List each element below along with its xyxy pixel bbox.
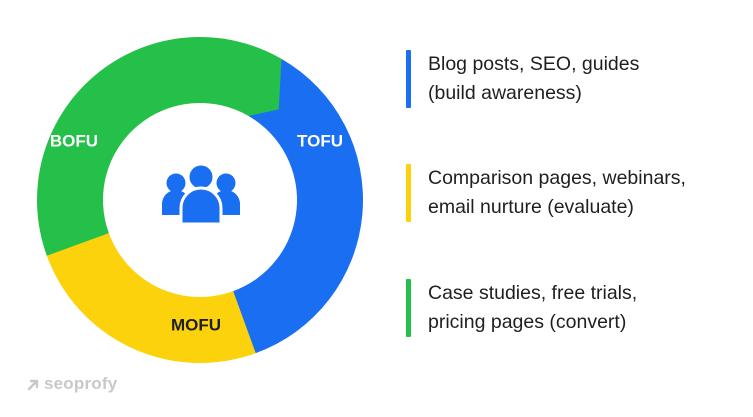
- segment-tofu: [218, 58, 363, 354]
- legend-line-2: pricing pages (convert): [428, 311, 627, 333]
- legend-item-tofu: Blog posts, SEO, guides (build awareness…: [406, 50, 639, 108]
- segment-mofu: [46, 218, 256, 363]
- funnel-cycle-diagram: TOFU MOFU BOFU: [37, 37, 363, 363]
- brand-logo: seoprofy: [27, 374, 117, 394]
- legend-text-tofu: Blog posts, SEO, guides (build awareness…: [428, 50, 639, 108]
- legend-line-1: Case studies, free trials,: [428, 282, 638, 304]
- legend-item-mofu: Comparison pages, webinars, email nurtur…: [406, 164, 686, 222]
- user-body-center: [179, 186, 223, 226]
- user-head-right: [216, 173, 236, 193]
- segment-label-mofu: MOFU: [171, 315, 221, 334]
- team-users-icon: [162, 162, 240, 226]
- segment-label-bofu: BOFU: [50, 131, 98, 150]
- legend-text-bofu: Case studies, free trials, pricing pages…: [428, 279, 637, 337]
- legend-line-1: Blog posts, SEO, guides: [428, 53, 640, 75]
- legend-item-bofu: Case studies, free trials, pricing pages…: [406, 279, 637, 337]
- funnel-segment-labels: TOFU MOFU BOFU: [50, 131, 343, 334]
- segment-bofu: [37, 37, 282, 256]
- user-head-center: [186, 162, 216, 192]
- user-head-left: [166, 173, 186, 193]
- legend-line-2: (build awareness): [428, 82, 582, 104]
- legend-text-mofu: Comparison pages, webinars, email nurtur…: [428, 164, 686, 222]
- legend-line-2: email nurture (evaluate): [428, 196, 634, 218]
- segment-label-tofu: TOFU: [297, 131, 343, 150]
- legend-line-1: Comparison pages, webinars,: [428, 167, 686, 189]
- arrow-up-right-icon: [27, 379, 39, 390]
- funnel-segments: [37, 37, 363, 363]
- legend-bar-bofu: [406, 279, 411, 337]
- legend-bar-mofu: [406, 164, 411, 222]
- brand-name: seoprofy: [44, 374, 118, 393]
- legend-bar-tofu: [406, 50, 411, 108]
